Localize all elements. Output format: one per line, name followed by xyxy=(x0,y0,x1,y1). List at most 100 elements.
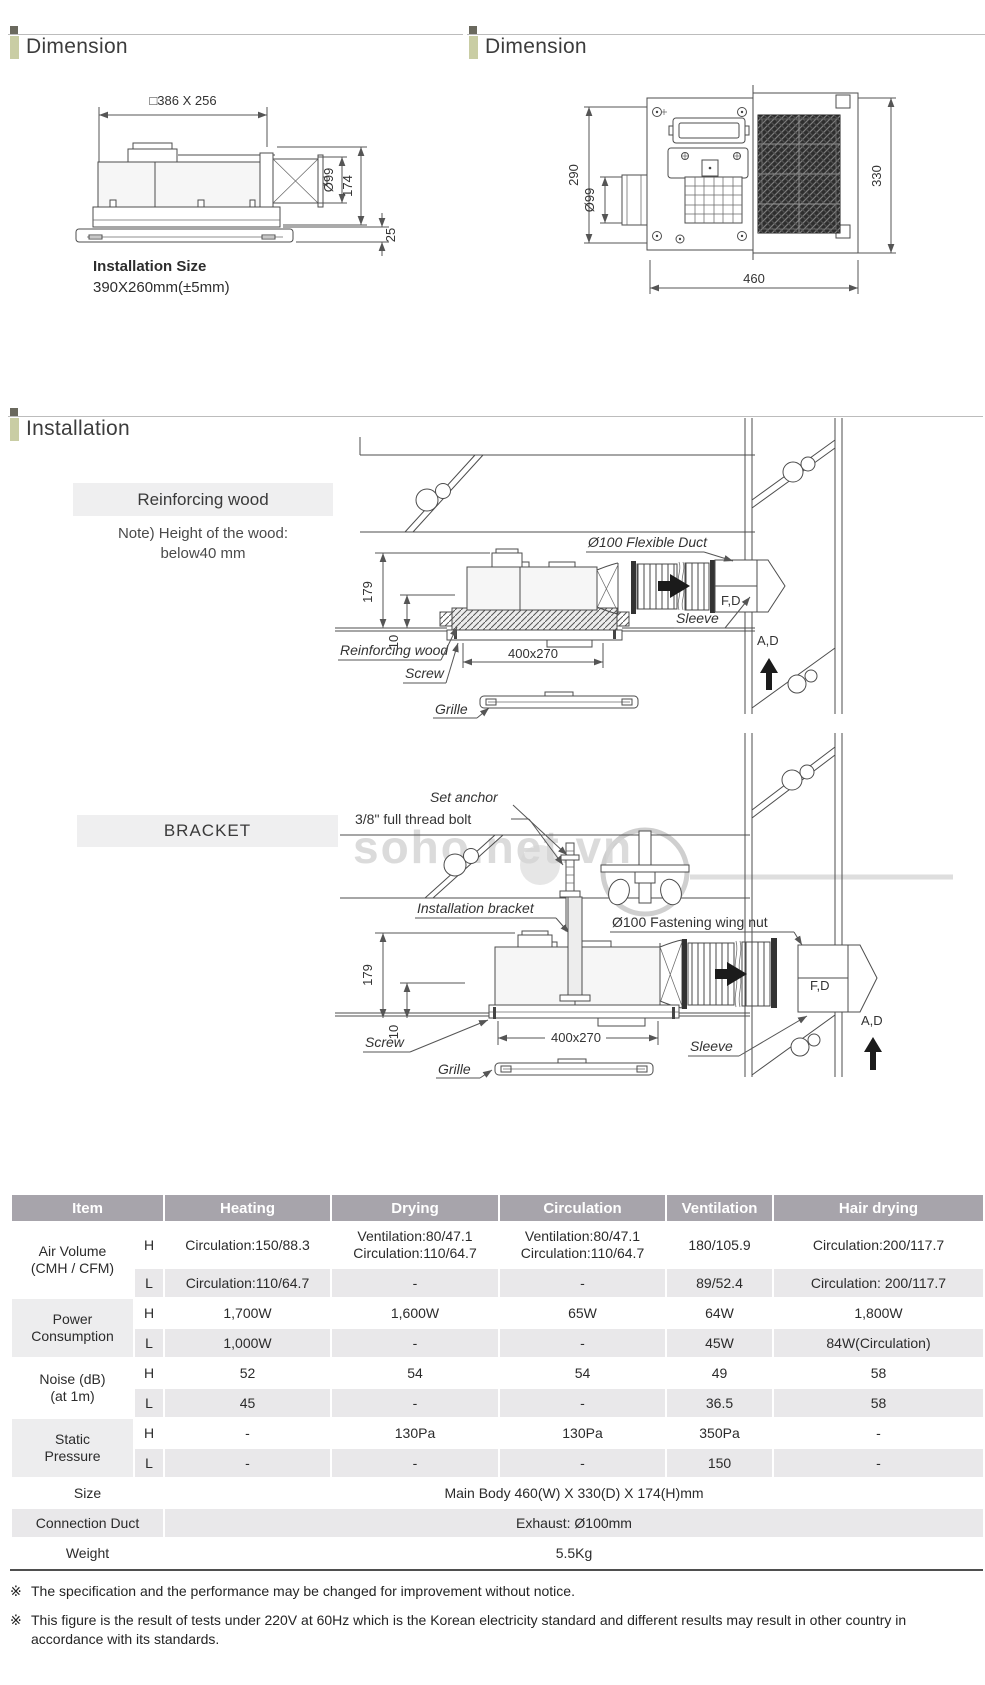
fd-label: F,D xyxy=(721,593,741,608)
item-label: Air Volume (CMH / CFM) xyxy=(10,1221,135,1299)
note-line-1: Note) Height of the wood: xyxy=(117,525,289,542)
ceiling-framing xyxy=(340,834,750,899)
unit-side-outline xyxy=(75,142,328,243)
cell: Circulation:110/64.7 xyxy=(163,1267,332,1299)
fan-unit-side xyxy=(494,896,683,1009)
dim-height-label: 174 xyxy=(340,175,355,197)
table-row: L - - - 150 - xyxy=(11,1447,985,1479)
col-header-circulation: Circulation xyxy=(498,1193,667,1223)
installation-size-caption: Installation Size 390X260mm(±5mm) xyxy=(93,258,230,296)
grille-callout: Grille xyxy=(438,1061,471,1077)
reinforcing-wood-strip xyxy=(439,607,630,631)
screw-callout: Screw xyxy=(365,1034,405,1050)
footnote-marker: ※ xyxy=(10,1612,22,1628)
table-row: L Circulation:110/64.7 - - 89/52.4 Circu… xyxy=(11,1267,985,1299)
cell: Ventilation:80/47.1 Circulation:110/64.7 xyxy=(498,1221,667,1269)
cell: Circulation:200/117.7 xyxy=(772,1221,985,1269)
fd-sleeve: F,D xyxy=(797,944,878,1013)
dim-179-label: 179 xyxy=(360,581,375,603)
cell: 350Pa xyxy=(665,1417,774,1449)
footnote-marker: ※ xyxy=(10,1583,22,1599)
dim-10-label: 10 xyxy=(386,1025,401,1039)
exhaust-up-arrow-icon xyxy=(864,1037,882,1070)
cell: 150 xyxy=(665,1447,774,1479)
section-rule xyxy=(8,34,463,35)
screw-icon xyxy=(652,107,747,244)
cell: - xyxy=(498,1387,667,1419)
cell: - xyxy=(330,1327,500,1359)
cell: 84W(Circulation) xyxy=(772,1327,985,1359)
reinforcing-wood-callout: Reinforcing wood xyxy=(340,642,449,658)
cell: - xyxy=(498,1267,667,1299)
table-row: L 1,000W - - 45W 84W(Circulation) xyxy=(11,1327,985,1359)
ad-label: A,D xyxy=(757,633,779,648)
flexible-duct-label: Ø100 Flexible Duct xyxy=(587,534,708,550)
dim-duct-label: Ø99 xyxy=(321,168,336,193)
dim-179-label: 179 xyxy=(360,964,375,986)
bracket-box-text: BRACKET xyxy=(163,821,252,840)
section-header-dimension-right: Dimension xyxy=(467,25,985,61)
item-label: Weight xyxy=(10,1537,165,1569)
dim-flange-label: 25 xyxy=(383,228,398,242)
table-row: Power Consumption H 1,700W 1,600W 65W 64… xyxy=(10,1297,985,1359)
section-title: Dimension xyxy=(26,35,128,58)
cell: 45 xyxy=(163,1387,332,1419)
installation-bracket-callout: Installation bracket xyxy=(417,900,535,916)
fan-unit-side xyxy=(466,548,619,615)
screw-callout: Screw xyxy=(405,665,445,681)
section-rule xyxy=(467,34,985,35)
hl-label: L xyxy=(133,1447,165,1479)
cell: - xyxy=(330,1447,500,1479)
ad-label: A,D xyxy=(861,1013,883,1028)
airflow-arrow-icon xyxy=(715,962,747,986)
cell: 36.5 xyxy=(665,1387,774,1419)
reinforcing-wood-box-text: Reinforcing wood xyxy=(137,490,269,509)
fd-sleeve: F,D xyxy=(714,559,786,613)
dim-400x270-label: 400x270 xyxy=(508,646,558,661)
fd-label: F,D xyxy=(810,978,830,993)
wall-framing xyxy=(744,733,843,1077)
dim-duct-label: Ø99 xyxy=(582,188,597,213)
cell: Circulation: 200/117.7 xyxy=(772,1267,985,1299)
cell: 49 xyxy=(665,1357,774,1389)
dim-depth-label: 290 xyxy=(566,164,581,186)
footnote-1: ※ The specification and the performance … xyxy=(10,1582,962,1601)
table-row: Static Pressure H - 130Pa 130Pa 350Pa - xyxy=(10,1417,985,1479)
dim-overall-depth-label: 330 xyxy=(869,165,884,187)
spec-table-wrap: Item Heating Drying Circulation Ventilat… xyxy=(10,1193,985,1571)
section-title: Installation xyxy=(26,417,130,440)
cell: 54 xyxy=(498,1357,667,1389)
side-view-drawing: □386 X 256 Ø99 xyxy=(75,93,398,256)
section-header-installation: Installation xyxy=(8,407,983,443)
cell: 45W xyxy=(665,1327,774,1359)
cell: 1,700W xyxy=(163,1297,332,1329)
table-row: Size Main Body 460(W) X 330(D) X 174(H)m… xyxy=(10,1477,985,1509)
installation-diagram-bracket: soho.net.vn Se xyxy=(335,733,953,1079)
flexible-duct xyxy=(631,560,715,614)
footnote-2: ※ This figure is the result of tests und… xyxy=(10,1611,962,1649)
cell: 1,000W xyxy=(163,1327,332,1359)
bracket-label-box: BRACKET xyxy=(77,815,338,847)
cell: Circulation:150/88.3 xyxy=(163,1221,332,1269)
installation-size-value: 390X260mm(±5mm) xyxy=(93,279,230,296)
cell: Ventilation:80/47.1 Circulation:110/64.7 xyxy=(330,1221,500,1269)
note-line-2: below40 mm xyxy=(160,545,246,562)
col-header-hair-drying: Hair drying xyxy=(772,1193,985,1223)
cell: - xyxy=(772,1417,985,1449)
col-header-item: Item xyxy=(10,1193,165,1223)
item-label: Noise (dB) (at 1m) xyxy=(10,1357,135,1419)
cell: 89/52.4 xyxy=(665,1267,774,1299)
cell: 65W xyxy=(498,1297,667,1329)
cell: 130Pa xyxy=(330,1417,500,1449)
cell: 1,600W xyxy=(330,1297,500,1329)
hl-label: H xyxy=(133,1417,165,1449)
col-header-heating: Heating xyxy=(163,1193,332,1223)
watermark-text: soho.net.vn xyxy=(353,821,633,873)
dim-width-label: 460 xyxy=(743,271,765,286)
section-square-marker xyxy=(10,408,18,416)
wing-nut-callout: Ø100 Fastening wing nut xyxy=(612,914,768,930)
cell: 5.5Kg xyxy=(163,1537,985,1569)
reinforcing-wood-note: Note) Height of the wood: below40 mm xyxy=(73,524,333,564)
section-accent-bar xyxy=(10,417,19,441)
